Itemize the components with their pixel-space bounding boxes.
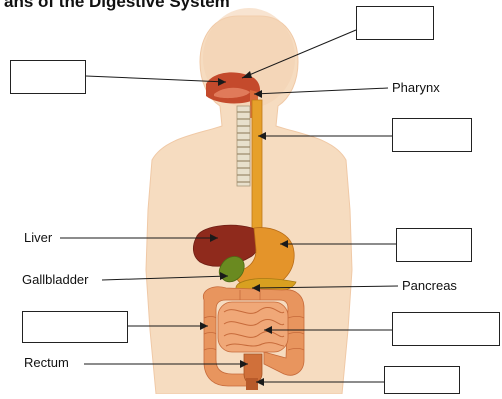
blank-box-top-left[interactable] xyxy=(10,60,86,94)
small-intestine xyxy=(218,302,288,352)
page-title: ans of the Digestive System xyxy=(4,0,230,12)
label-rectum: Rectum xyxy=(24,355,69,370)
blank-box-large-intestine[interactable] xyxy=(22,311,128,343)
blank-box-top-right[interactable] xyxy=(356,6,434,40)
blank-box-esophagus[interactable] xyxy=(392,118,472,152)
label-liver: Liver xyxy=(24,230,52,245)
label-pancreas: Pancreas xyxy=(402,278,457,293)
trachea xyxy=(237,106,250,186)
esophagus xyxy=(252,100,262,234)
label-pharynx: Pharynx xyxy=(392,80,440,95)
blank-box-stomach[interactable] xyxy=(396,228,472,262)
anus xyxy=(246,378,258,390)
blank-box-small-intestine[interactable] xyxy=(392,312,500,346)
label-gallbladder: Gallbladder xyxy=(22,272,89,287)
blank-box-anus[interactable] xyxy=(384,366,460,394)
